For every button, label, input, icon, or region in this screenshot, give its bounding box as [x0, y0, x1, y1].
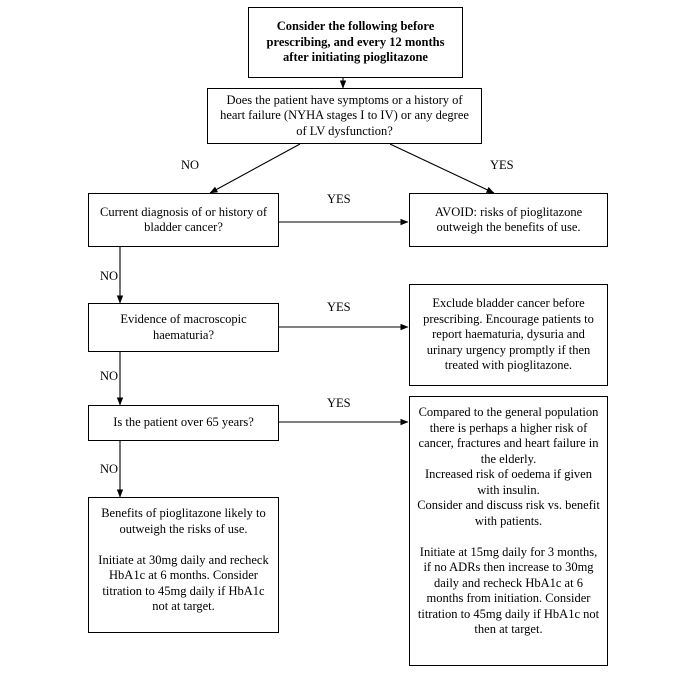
node-avoid-outcome: AVOID: risks of pioglitazone outweigh th…: [409, 193, 608, 247]
node-over-65-question: Is the patient over 65 years?: [88, 405, 279, 441]
node-heart-failure-question: Does the patient have symptoms or a hist…: [207, 88, 482, 144]
node-elderly-outcome: Compared to the general population there…: [409, 396, 608, 666]
node-haematuria-question: Evidence of macroscopic haematuria?: [88, 303, 279, 352]
node-bladder-cancer-question: Current diagnosis of or history of bladd…: [88, 193, 279, 247]
edge-label-heart-failure-yes: YES: [490, 158, 514, 172]
node-benefits-outcome: Benefits of pioglitazone likely to outwe…: [88, 497, 279, 633]
edge-label-over-65-no: NO: [100, 462, 119, 476]
edge-label-haematuria-yes: YES: [327, 300, 351, 314]
edge-label-haematuria-no: NO: [100, 369, 119, 383]
edge-label-heart-failure-no: NO: [181, 158, 200, 172]
node-title-box: Consider the following before prescribin…: [248, 7, 463, 78]
edge-label-bladder-no: NO: [100, 269, 119, 283]
edge-label-bladder-yes: YES: [327, 192, 351, 206]
node-exclude-bladder-cancer-outcome: Exclude bladder cancer before prescribin…: [409, 284, 608, 386]
edge-label-over-65-yes: YES: [327, 396, 351, 410]
